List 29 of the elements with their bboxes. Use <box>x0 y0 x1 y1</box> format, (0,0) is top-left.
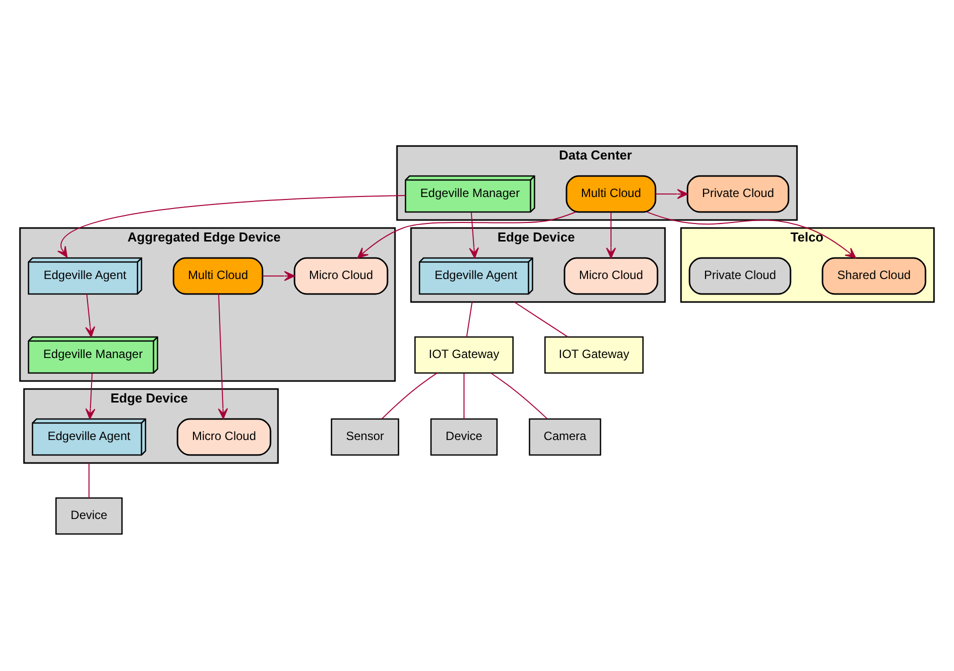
connector <box>466 301 473 337</box>
arrow <box>57 194 406 257</box>
node-box: Multi Cloud <box>172 256 264 294</box>
node-box: Device <box>430 418 498 456</box>
node-box: Private Cloud <box>688 256 792 294</box>
arrow <box>262 270 295 280</box>
connector <box>381 372 438 419</box>
arrow <box>85 372 96 419</box>
arrow <box>646 211 856 258</box>
node-box: Sensor <box>330 418 400 456</box>
arrow <box>357 211 576 258</box>
node-box: Micro Cloud <box>564 256 658 294</box>
connector <box>514 301 568 337</box>
arrow <box>655 188 688 198</box>
connector <box>88 462 90 498</box>
node-box: Device <box>55 496 123 534</box>
arrow <box>606 211 616 258</box>
node-box: Private Cloud <box>686 174 790 212</box>
node-box: Camera <box>528 418 602 456</box>
connector <box>490 372 548 419</box>
arrow <box>469 211 479 258</box>
node-box: IOT Gateway <box>544 336 644 374</box>
node-box: Micro Cloud <box>176 418 272 456</box>
node-box: Micro Cloud <box>294 256 388 294</box>
node-box: IOT Gateway <box>414 336 514 374</box>
node-box: Multi Cloud <box>566 174 656 212</box>
arrow <box>218 293 228 419</box>
arrow <box>85 293 96 337</box>
node-box: Shared Cloud <box>822 256 926 294</box>
